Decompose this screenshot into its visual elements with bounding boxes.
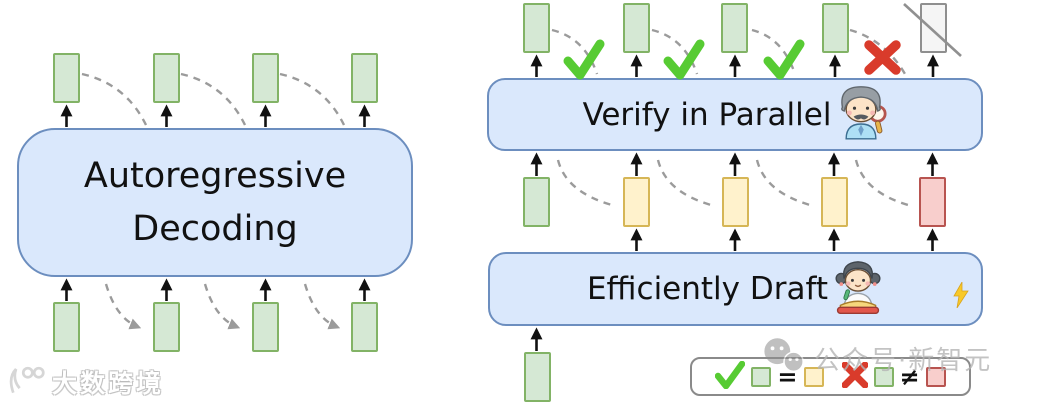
draft-input-token — [524, 352, 551, 402]
verified-token-1 — [523, 3, 550, 53]
accept-checkmark-icons — [563, 39, 805, 80]
lightning-bolt-icon — [953, 280, 969, 316]
legend-not-equals-sign: ≠ — [899, 362, 920, 391]
verify-label: Verify in Parallel — [582, 96, 832, 133]
watermark-bottom-left: 大数跨境 — [6, 363, 164, 401]
legend-yellow-token-swatch — [803, 366, 824, 387]
legend-equals-sign: = — [777, 362, 798, 391]
left-input-token-4 — [351, 302, 378, 352]
verify-in-parallel-box: Verify in Parallel — [487, 78, 983, 151]
left-output-token-1 — [53, 53, 80, 103]
context-token — [523, 177, 550, 227]
efficiently-draft-box: Efficiently Draft — [488, 252, 983, 326]
watermark-left-text: 大数跨境 — [52, 369, 165, 398]
verified-token-3 — [721, 3, 748, 53]
draft-token-1 — [623, 177, 650, 227]
reject-cross-icon — [864, 40, 901, 75]
legend-green-token-swatch-2 — [873, 366, 894, 387]
draft-token-2 — [722, 177, 749, 227]
left-input-arrows — [60, 278, 371, 301]
left-output-token-2 — [153, 53, 180, 103]
draft-label: Efficiently Draft — [586, 271, 829, 307]
autoregressive-label-line2: Decoding — [132, 208, 298, 249]
verify-input-arrows — [530, 152, 939, 176]
legend-red-token-swatch — [925, 366, 946, 387]
discarded-token — [920, 3, 947, 53]
legend-green-token-swatch — [751, 366, 772, 387]
verified-token-2 — [623, 3, 650, 53]
draft-output-arrows — [630, 228, 939, 251]
left-input-token-3 — [252, 302, 279, 352]
left-output-token-3 — [252, 53, 279, 103]
left-feedback-curves — [81, 72, 346, 126]
legend-reject-cross-icon — [841, 361, 868, 392]
left-output-token-4 — [351, 53, 378, 103]
dashukuajing-logo-icon — [6, 363, 46, 401]
left-input-token-2 — [153, 302, 180, 352]
girl-writing-book-icon — [832, 256, 884, 322]
left-input-token-1 — [53, 302, 80, 352]
verified-token-4 — [822, 3, 849, 53]
legend-box: = ≠ — [690, 357, 971, 396]
autoregressive-label-line1: Autoregressive — [83, 156, 347, 196]
autoregressive-decoding-box: Autoregressive Decoding — [17, 128, 413, 277]
left-next-token-curves — [104, 283, 341, 330]
draft-token-rejected — [919, 177, 946, 227]
legend-accept-check-icon — [715, 360, 746, 393]
detective-with-magnifier-icon — [835, 82, 887, 148]
verify-output-arrows — [530, 54, 939, 77]
draft-token-3 — [821, 177, 848, 227]
left-output-arrows — [60, 104, 371, 127]
